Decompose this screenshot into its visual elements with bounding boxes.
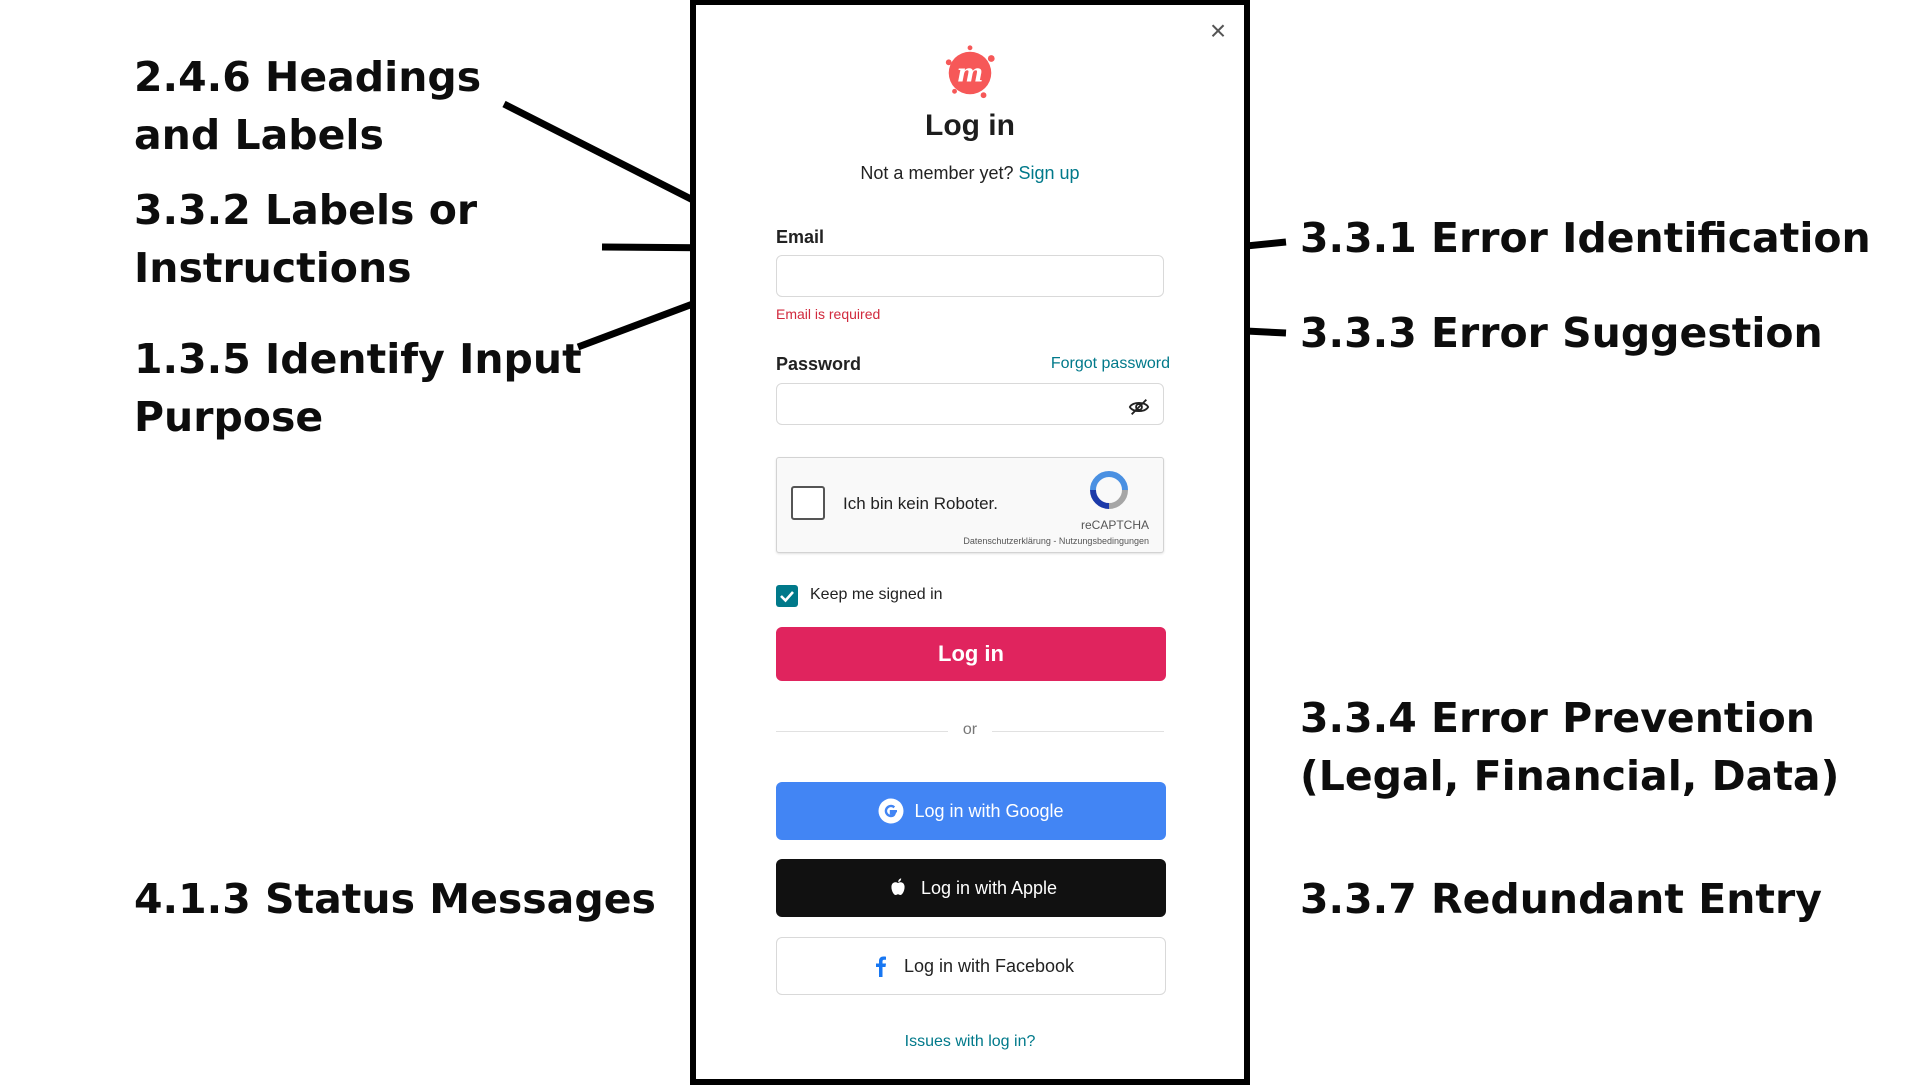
divider-line-left [776, 731, 948, 732]
annotation-error-prevention: 3.3.4 Error Prevention (Legal, Financial… [1300, 689, 1839, 805]
annotation-labels-instructions: 3.3.2 Labels or Instructions [134, 181, 477, 297]
recaptcha-privacy-links[interactable]: Datenschutzerklärung - Nutzungsbedingung… [963, 536, 1149, 546]
recaptcha-brand: reCAPTCHA [1080, 518, 1149, 532]
annotation-line: 3.3.2 Labels or [134, 186, 478, 234]
annotation-line: (Legal, Financial, Data) [1300, 752, 1840, 800]
meetup-logo-icon: m [945, 45, 995, 99]
annotation-redundant-entry: 3.3.7 Redundant Entry [1300, 875, 1822, 923]
google-login-button[interactable]: Log in with Google [776, 782, 1166, 840]
google-login-label: Log in with Google [914, 800, 1064, 821]
password-field[interactable] [776, 383, 1164, 425]
annotation-line: 3.3.4 Error Prevention [1300, 694, 1815, 742]
annotation-error-identification: 3.3.1 Error Identification [1300, 214, 1871, 262]
checkmark-icon [780, 591, 794, 603]
eye-slash-icon[interactable] [1128, 396, 1150, 418]
facebook-login-button[interactable]: Log in with Facebook [776, 937, 1166, 995]
page-title: Log in [925, 109, 1015, 142]
email-field[interactable] [776, 255, 1164, 297]
annotation-line: Purpose [134, 393, 324, 441]
apple-icon [885, 875, 911, 901]
login-dialog: × m Log in Not a member yet? Sign up Ema… [690, 0, 1250, 1085]
google-icon [878, 798, 904, 824]
facebook-icon [868, 953, 894, 979]
annotation-line: 2.4.6 Headings [134, 53, 482, 101]
divider-or: or [962, 721, 978, 738]
annotation-headings-labels: 2.4.6 Headings and Labels [134, 48, 481, 164]
signup-link[interactable]: Sign up [1018, 163, 1080, 183]
facebook-login-label: Log in with Facebook [903, 955, 1075, 976]
divider-line-right [992, 731, 1164, 732]
annotation-line: Instructions [134, 244, 412, 292]
annotation-error-suggestion: 3.3.3 Error Suggestion [1300, 309, 1823, 357]
issues-login-link[interactable]: Issues with log in? [904, 1033, 1036, 1050]
member-prompt-text: Not a member yet? [860, 163, 1014, 183]
annotation-line: and Labels [134, 111, 384, 159]
recaptcha-widget: Ich bin kein Roboter. reCAPTCHA Datensch… [776, 457, 1164, 553]
keep-signed-in-checkbox[interactable] [776, 585, 798, 607]
svg-text:m: m [957, 58, 984, 88]
annotation-line: 1.3.5 Identify Input [134, 335, 582, 383]
apple-login-button[interactable]: Log in with Apple [776, 859, 1166, 917]
close-icon[interactable]: × [1209, 15, 1227, 46]
apple-login-label: Log in with Apple [920, 877, 1058, 898]
recaptcha-icon [1090, 471, 1128, 509]
annotation-status-messages: 4.1.3 Status Messages [134, 875, 656, 923]
keep-signed-in-label: Keep me signed in [810, 586, 943, 603]
member-prompt: Not a member yet? Sign up [696, 163, 1244, 184]
forgot-password-link[interactable]: Forgot password [1050, 355, 1170, 372]
email-label: Email [776, 227, 825, 247]
recaptcha-text: Ich bin kein Roboter. [843, 494, 998, 513]
login-button[interactable]: Log in [776, 627, 1166, 681]
email-error-message: Email is required [776, 306, 881, 322]
recaptcha-checkbox[interactable] [791, 486, 825, 520]
password-label: Password [776, 354, 862, 374]
annotation-identify-input: 1.3.5 Identify Input Purpose [134, 330, 582, 446]
